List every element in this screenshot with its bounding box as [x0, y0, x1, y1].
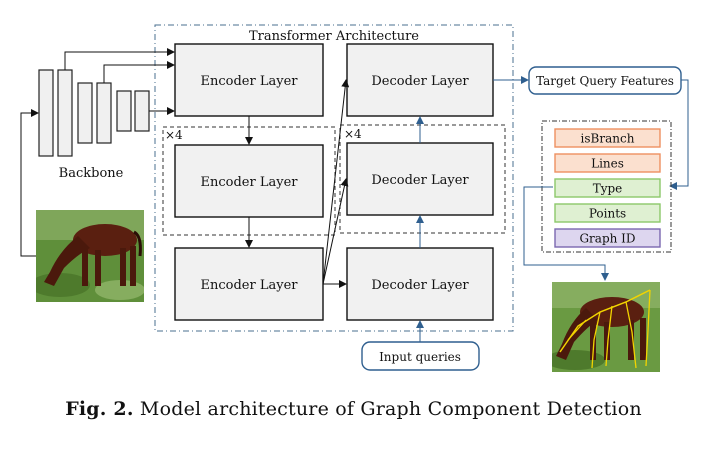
output-head-label-4: Graph ID [579, 232, 635, 246]
output-head-box-0 [554, 128, 661, 148]
encoder-layer-bottom [174, 247, 324, 321]
decoder-repeat-box [339, 124, 506, 234]
backbone-feature-arrow-2 [103, 61, 175, 83]
transformer-title: Transformer Architecture [249, 29, 419, 44]
heads-to-result-arrow [523, 186, 609, 281]
output-head-label-0: isBranch [581, 132, 635, 146]
encoder-layer-bottom-label: Encoder Layer [201, 278, 299, 293]
output-head-box-4 [554, 228, 661, 248]
input-horse-image [36, 210, 144, 302]
memory-arrow-top [322, 79, 350, 285]
encoder-layer-top [174, 43, 324, 117]
features-to-heads-arrow [669, 79, 689, 190]
backbone-feature-arrow-1 [64, 48, 175, 70]
decoder-layer-top [346, 43, 494, 117]
caption-label: Fig. 2. [65, 398, 134, 420]
memory-arrow-middle [322, 178, 349, 285]
output-head-label-3: Points [589, 207, 626, 221]
decoder-layer-top-label: Decoder Layer [371, 74, 469, 89]
encoder-repeat-label: ×4 [165, 128, 183, 142]
caption-text: Model architecture of Graph Component De… [139, 398, 642, 420]
backbone [38, 69, 150, 157]
decoder-layer-middle-label: Decoder Layer [371, 173, 469, 188]
encoder-layer-top-label: Encoder Layer [201, 74, 299, 89]
decoder-layer-bottom-label: Decoder Layer [371, 278, 469, 293]
output-head-box-3 [554, 203, 661, 223]
input-queries-label: Input queries [379, 350, 461, 364]
target-query-features-label: Target Query Features [536, 74, 674, 88]
transformer-container [154, 24, 514, 332]
backbone-label: Backbone [59, 166, 124, 181]
output-head-label-2: Type [593, 182, 623, 196]
output-head-box-1 [554, 153, 661, 173]
figure-caption: Fig. 2. Model architecture of Graph Comp… [0, 398, 707, 420]
encoder-layer-middle-label: Encoder Layer [201, 175, 299, 190]
output-head-box-2 [554, 178, 661, 198]
decoder-repeat-label: ×4 [344, 127, 362, 141]
encoder-layer-middle [174, 144, 324, 218]
image-to-backbone-arrow [20, 109, 39, 257]
result-horse-image [552, 282, 660, 372]
output-head-label-1: Lines [591, 157, 624, 171]
